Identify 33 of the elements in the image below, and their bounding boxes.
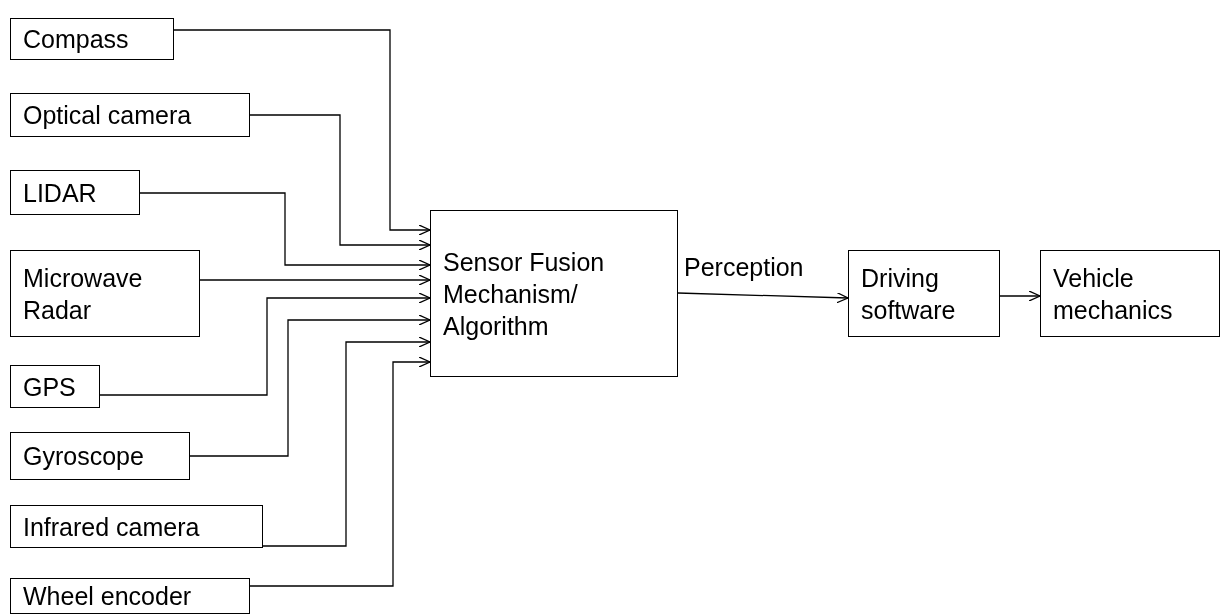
box-label: Microwave Radar bbox=[23, 262, 144, 326]
arrow bbox=[189, 314, 431, 457]
arrow bbox=[199, 274, 431, 286]
arrow bbox=[249, 114, 431, 251]
process-box bbox=[848, 250, 1000, 337]
process-box bbox=[10, 505, 263, 548]
process-box bbox=[10, 365, 100, 408]
arrow bbox=[677, 292, 849, 304]
box-label: Wheel encoder bbox=[23, 581, 193, 612]
box-label: Vehicle mechanics bbox=[1053, 262, 1174, 326]
process-box bbox=[430, 210, 678, 377]
box-label: Sensor Fusion Mechanism/ Algorithm bbox=[443, 246, 606, 342]
process-box bbox=[10, 250, 200, 337]
box-label: LIDAR bbox=[23, 177, 98, 209]
box-label: GPS bbox=[23, 371, 77, 403]
arrow bbox=[262, 336, 431, 547]
box-label: Infrared camera bbox=[23, 511, 201, 543]
process-box bbox=[10, 93, 250, 137]
edge-label: Perception bbox=[684, 255, 804, 280]
arrow bbox=[999, 290, 1041, 302]
box-label: Gyroscope bbox=[23, 441, 145, 472]
process-box bbox=[10, 578, 250, 614]
process-box bbox=[10, 170, 140, 215]
arrow bbox=[99, 292, 431, 396]
arrow bbox=[139, 192, 431, 271]
arrow bbox=[173, 29, 431, 236]
process-box bbox=[10, 432, 190, 480]
box-label: Optical camera bbox=[23, 100, 193, 131]
process-box bbox=[10, 18, 174, 60]
box-label: Driving software bbox=[861, 262, 957, 326]
box-label: Compass bbox=[23, 24, 130, 55]
arrow bbox=[249, 356, 431, 587]
process-box bbox=[1040, 250, 1220, 337]
